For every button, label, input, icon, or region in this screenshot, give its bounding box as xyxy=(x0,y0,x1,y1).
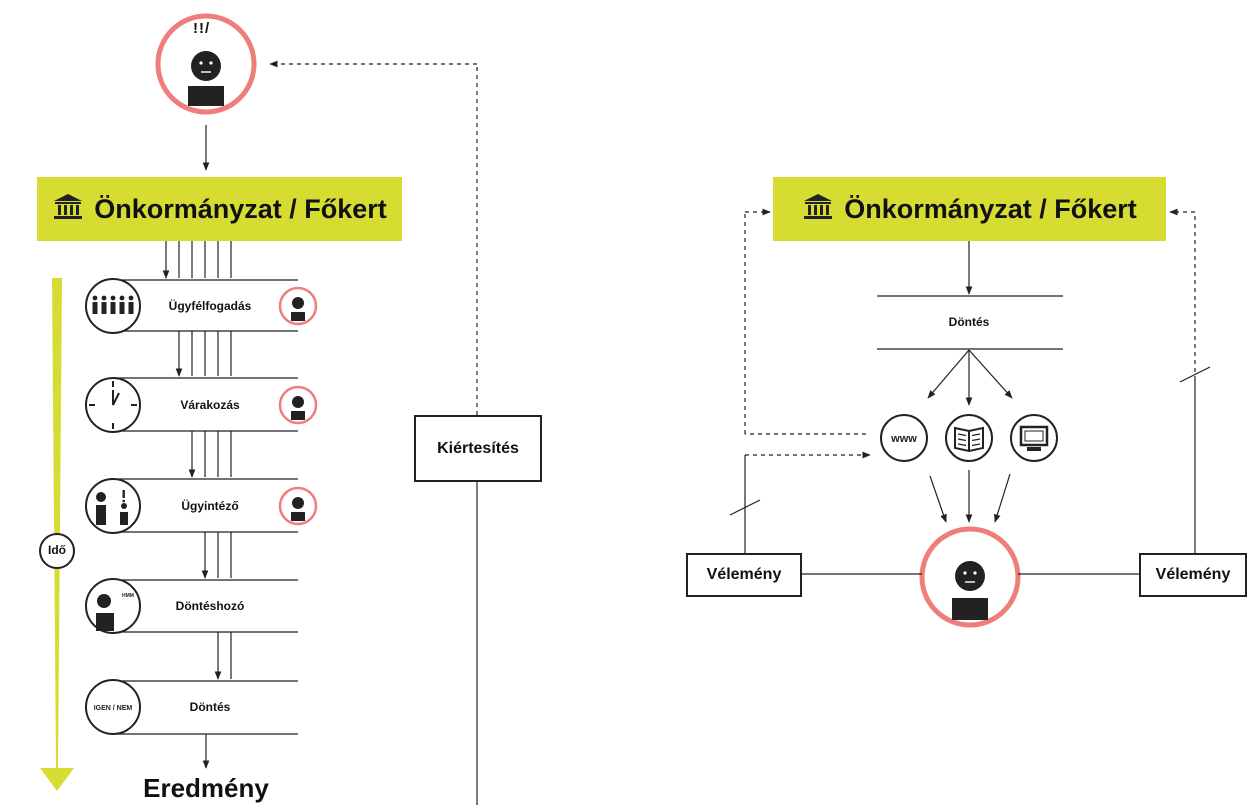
person-icon xyxy=(278,286,318,326)
bank-icon xyxy=(802,192,834,227)
step-label-waiting: Várakozás xyxy=(180,398,240,412)
municipality-banner-right: Önkormányzat / Főkert xyxy=(773,177,1166,241)
step-label-decision: Döntés xyxy=(189,700,231,714)
worried-person-icon xyxy=(155,13,257,115)
flow-lines-2 xyxy=(175,331,232,377)
opinion-box-left: Vélemény xyxy=(686,553,802,597)
flow-lines-1 xyxy=(162,241,232,279)
decision-label-right: Döntés xyxy=(948,315,990,329)
right-opinion-connector xyxy=(1169,208,1211,553)
left-banner-connector xyxy=(744,208,866,435)
result-label: Eredmény xyxy=(143,773,269,803)
svg-text:HMM: HMM xyxy=(122,593,134,599)
notification-connector xyxy=(269,60,478,805)
notification-box: Kiértesítés xyxy=(414,415,542,482)
citizen-icon xyxy=(919,526,1021,628)
alarm-marks: !!/ xyxy=(193,20,211,37)
step-label-clerk: Ügyintéző xyxy=(181,499,239,513)
bank-icon xyxy=(52,192,84,227)
clock-icon xyxy=(85,377,141,433)
flow-lines-4 xyxy=(201,532,232,579)
monitor-icon xyxy=(1010,414,1058,462)
step-label-decision-maker: Döntéshozó xyxy=(175,599,245,613)
flow-lines-3 xyxy=(188,431,232,478)
opinion-box-right: Vélemény xyxy=(1139,553,1247,597)
left-opinion-connector xyxy=(729,451,871,553)
clerk-icon xyxy=(85,478,141,534)
newspaper-icon xyxy=(945,414,993,462)
banner-label-left: Önkormányzat / Főkert xyxy=(94,193,387,224)
step-label-client-reception: Ügyfélfogadás xyxy=(168,299,252,313)
time-arrow xyxy=(40,278,74,791)
people-queue-icon xyxy=(85,278,141,334)
person-icon xyxy=(278,385,318,425)
person-icon xyxy=(278,486,318,526)
municipality-banner-left: Önkormányzat / Főkert xyxy=(37,177,402,241)
svg-text:IGEN / NEM: IGEN / NEM xyxy=(94,705,133,712)
www-icon: www xyxy=(880,414,928,462)
svg-text:www: www xyxy=(890,433,917,445)
time-badge xyxy=(39,533,75,569)
time-label: Idő xyxy=(48,543,66,557)
banner-label-right: Önkormányzat / Főkert xyxy=(844,193,1137,224)
yes-no-icon: IGEN / NEM xyxy=(85,679,141,735)
decision-to-channels xyxy=(927,349,1013,406)
decision-maker-icon: HMM xyxy=(85,578,141,634)
flow-lines-5 xyxy=(214,632,232,680)
